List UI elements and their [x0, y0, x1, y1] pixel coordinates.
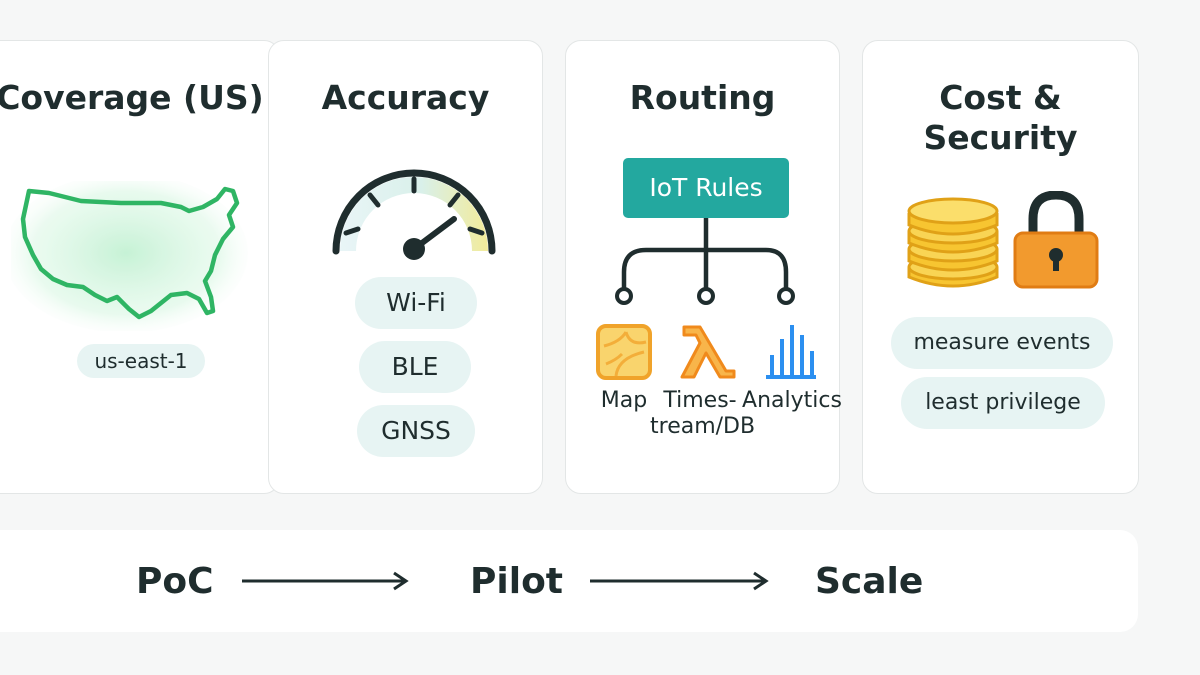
routing-tree-connector [606, 218, 806, 308]
cost-security-card: Cost & Security measure events least pri… [862, 40, 1139, 494]
accuracy-card: Accuracy Wi-Fi BLE GNSS [268, 40, 543, 494]
gauge-icon [324, 163, 504, 263]
padlock-icon [1011, 190, 1101, 291]
method-pill-gnss: GNSS [357, 405, 475, 457]
practice-pill-least-privilege: least privilege [901, 377, 1105, 429]
accuracy-title: Accuracy [321, 78, 490, 117]
region-badge: us-east-1 [77, 344, 205, 378]
method-pill-ble: BLE [359, 341, 471, 393]
map-tile-icon [596, 324, 652, 380]
stage-poc: PoC [136, 561, 214, 602]
method-pill-wifi: Wi-Fi [355, 277, 477, 329]
analytics-bars-icon [760, 321, 820, 381]
cost-security-title: Cost & Security [923, 78, 1078, 157]
us-map-icon [4, 173, 251, 333]
stage-scale: Scale [815, 561, 924, 602]
stage-pilot: Pilot [470, 561, 564, 602]
iot-rules-box: IoT Rules [623, 158, 789, 218]
target-label-timestream: Times- tream/DB [650, 388, 756, 439]
target-label-map: Map [600, 388, 648, 413]
lambda-icon [678, 321, 738, 381]
arrow-icon [242, 570, 412, 592]
rollout-roadmap [0, 530, 1138, 632]
coin-stack-icon [903, 191, 1003, 291]
coverage-title: Coverage (US) [0, 78, 264, 117]
practice-pill-measure-events: measure events [891, 317, 1113, 369]
routing-card: Routing IoT Rules Map Times- tream/DB [565, 40, 842, 494]
coverage-card: Coverage (US) us-east-1 [0, 40, 280, 494]
arrow-icon [590, 570, 772, 592]
routing-title: Routing [629, 78, 776, 117]
target-label-analytics: Analytics [742, 388, 842, 413]
